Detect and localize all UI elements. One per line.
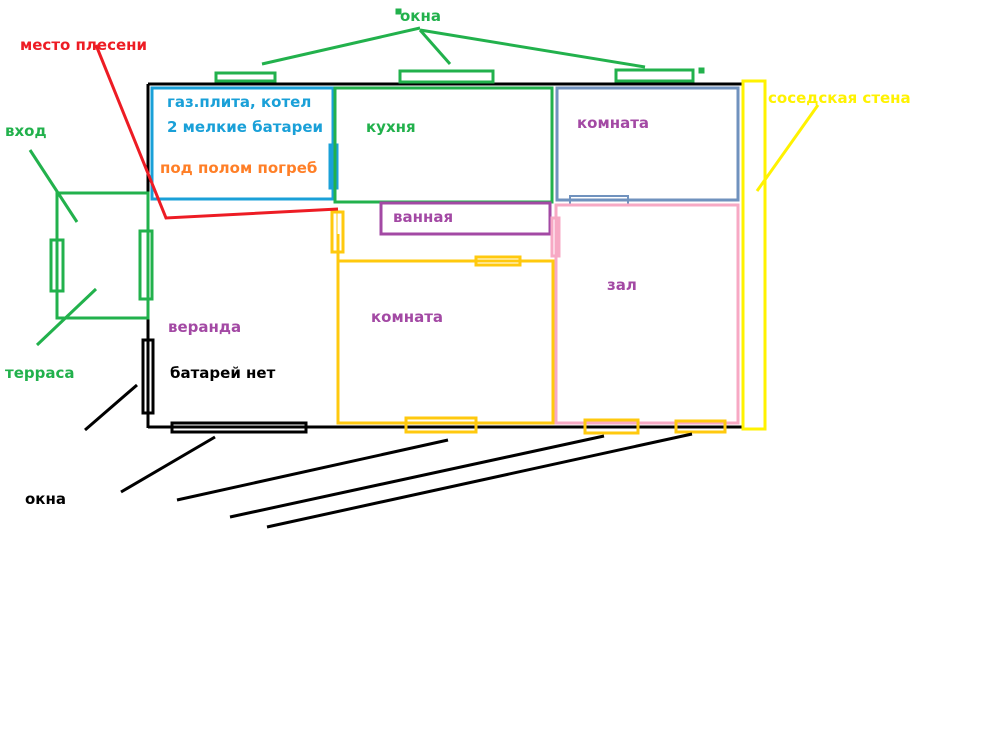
label-no-radiators: батарей нет [170, 364, 276, 382]
hall-windows [583, 418, 727, 435]
label-cellar: под полом погреб [160, 159, 317, 177]
label-small-radiators: 2 мелкие батареи [167, 118, 323, 136]
veranda-windows [84, 338, 693, 529]
label-veranda: веранда [168, 318, 241, 336]
label-windows-top: окна [400, 7, 441, 25]
label-room-top: комната [577, 114, 649, 132]
hall-room [550, 203, 740, 425]
label-bathroom: ванная [393, 208, 453, 226]
label-terrace: терраса [5, 364, 74, 382]
bottom-room [330, 210, 555, 434]
label-neighbor-wall: соседская стена [768, 89, 911, 107]
label-entrance: вход [5, 122, 47, 140]
label-mold-place: место плесени [20, 36, 147, 54]
mold-pointer-line [94, 44, 339, 220]
terrace [28, 149, 154, 347]
top-room [555, 86, 740, 202]
label-kitchen: кухня [366, 118, 416, 136]
top-windows [214, 8, 705, 84]
neighbor-wall [741, 79, 767, 431]
label-gas-stove-boiler: газ.плита, котел [167, 93, 311, 111]
label-room-bottom: комната [371, 308, 443, 326]
bathroom-room [379, 201, 552, 236]
house-outline [146, 82, 742, 429]
label-windows-bottom: окна [25, 490, 66, 508]
kitchen-room [333, 86, 554, 204]
label-hall: зал [607, 276, 637, 294]
neighbor-wall-pointer [755, 104, 820, 192]
